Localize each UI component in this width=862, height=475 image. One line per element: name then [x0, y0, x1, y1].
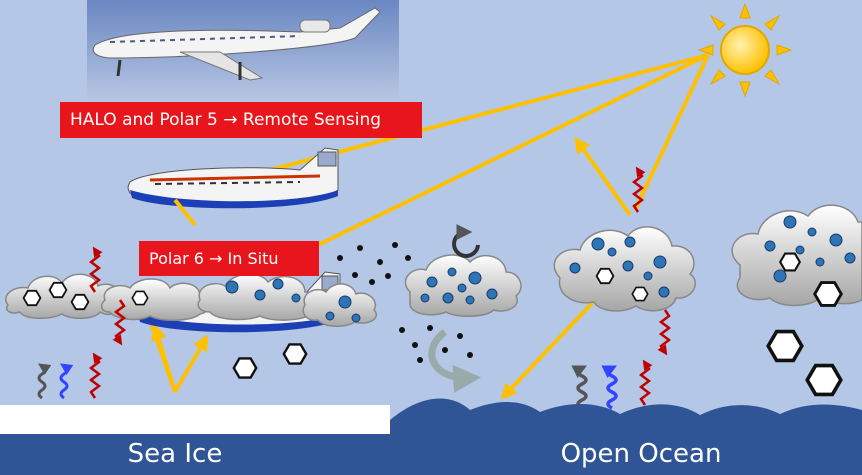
open-ocean-label: Open Ocean: [560, 439, 722, 469]
water-droplet-icon: [225, 215, 856, 323]
circulation-arrow-icon: [428, 224, 482, 393]
polar5-aircraft-icon: [127, 147, 339, 227]
radiation-arrow-icon: [37, 166, 672, 410]
sun-icon: [697, 2, 793, 98]
in-situ-label: Polar 6 → In Situ: [139, 241, 319, 276]
halo-jet-icon: [87, 0, 399, 103]
sea-ice-label: Sea Ice: [127, 439, 223, 469]
cloud-icon: [5, 204, 862, 327]
sea-ice-shelf: [0, 405, 390, 435]
remote-sensing-label: HALO and Polar 5 → Remote Sensing: [60, 102, 422, 138]
bottom-band: [0, 434, 862, 475]
aerosol-particle-icon: [337, 242, 473, 378]
